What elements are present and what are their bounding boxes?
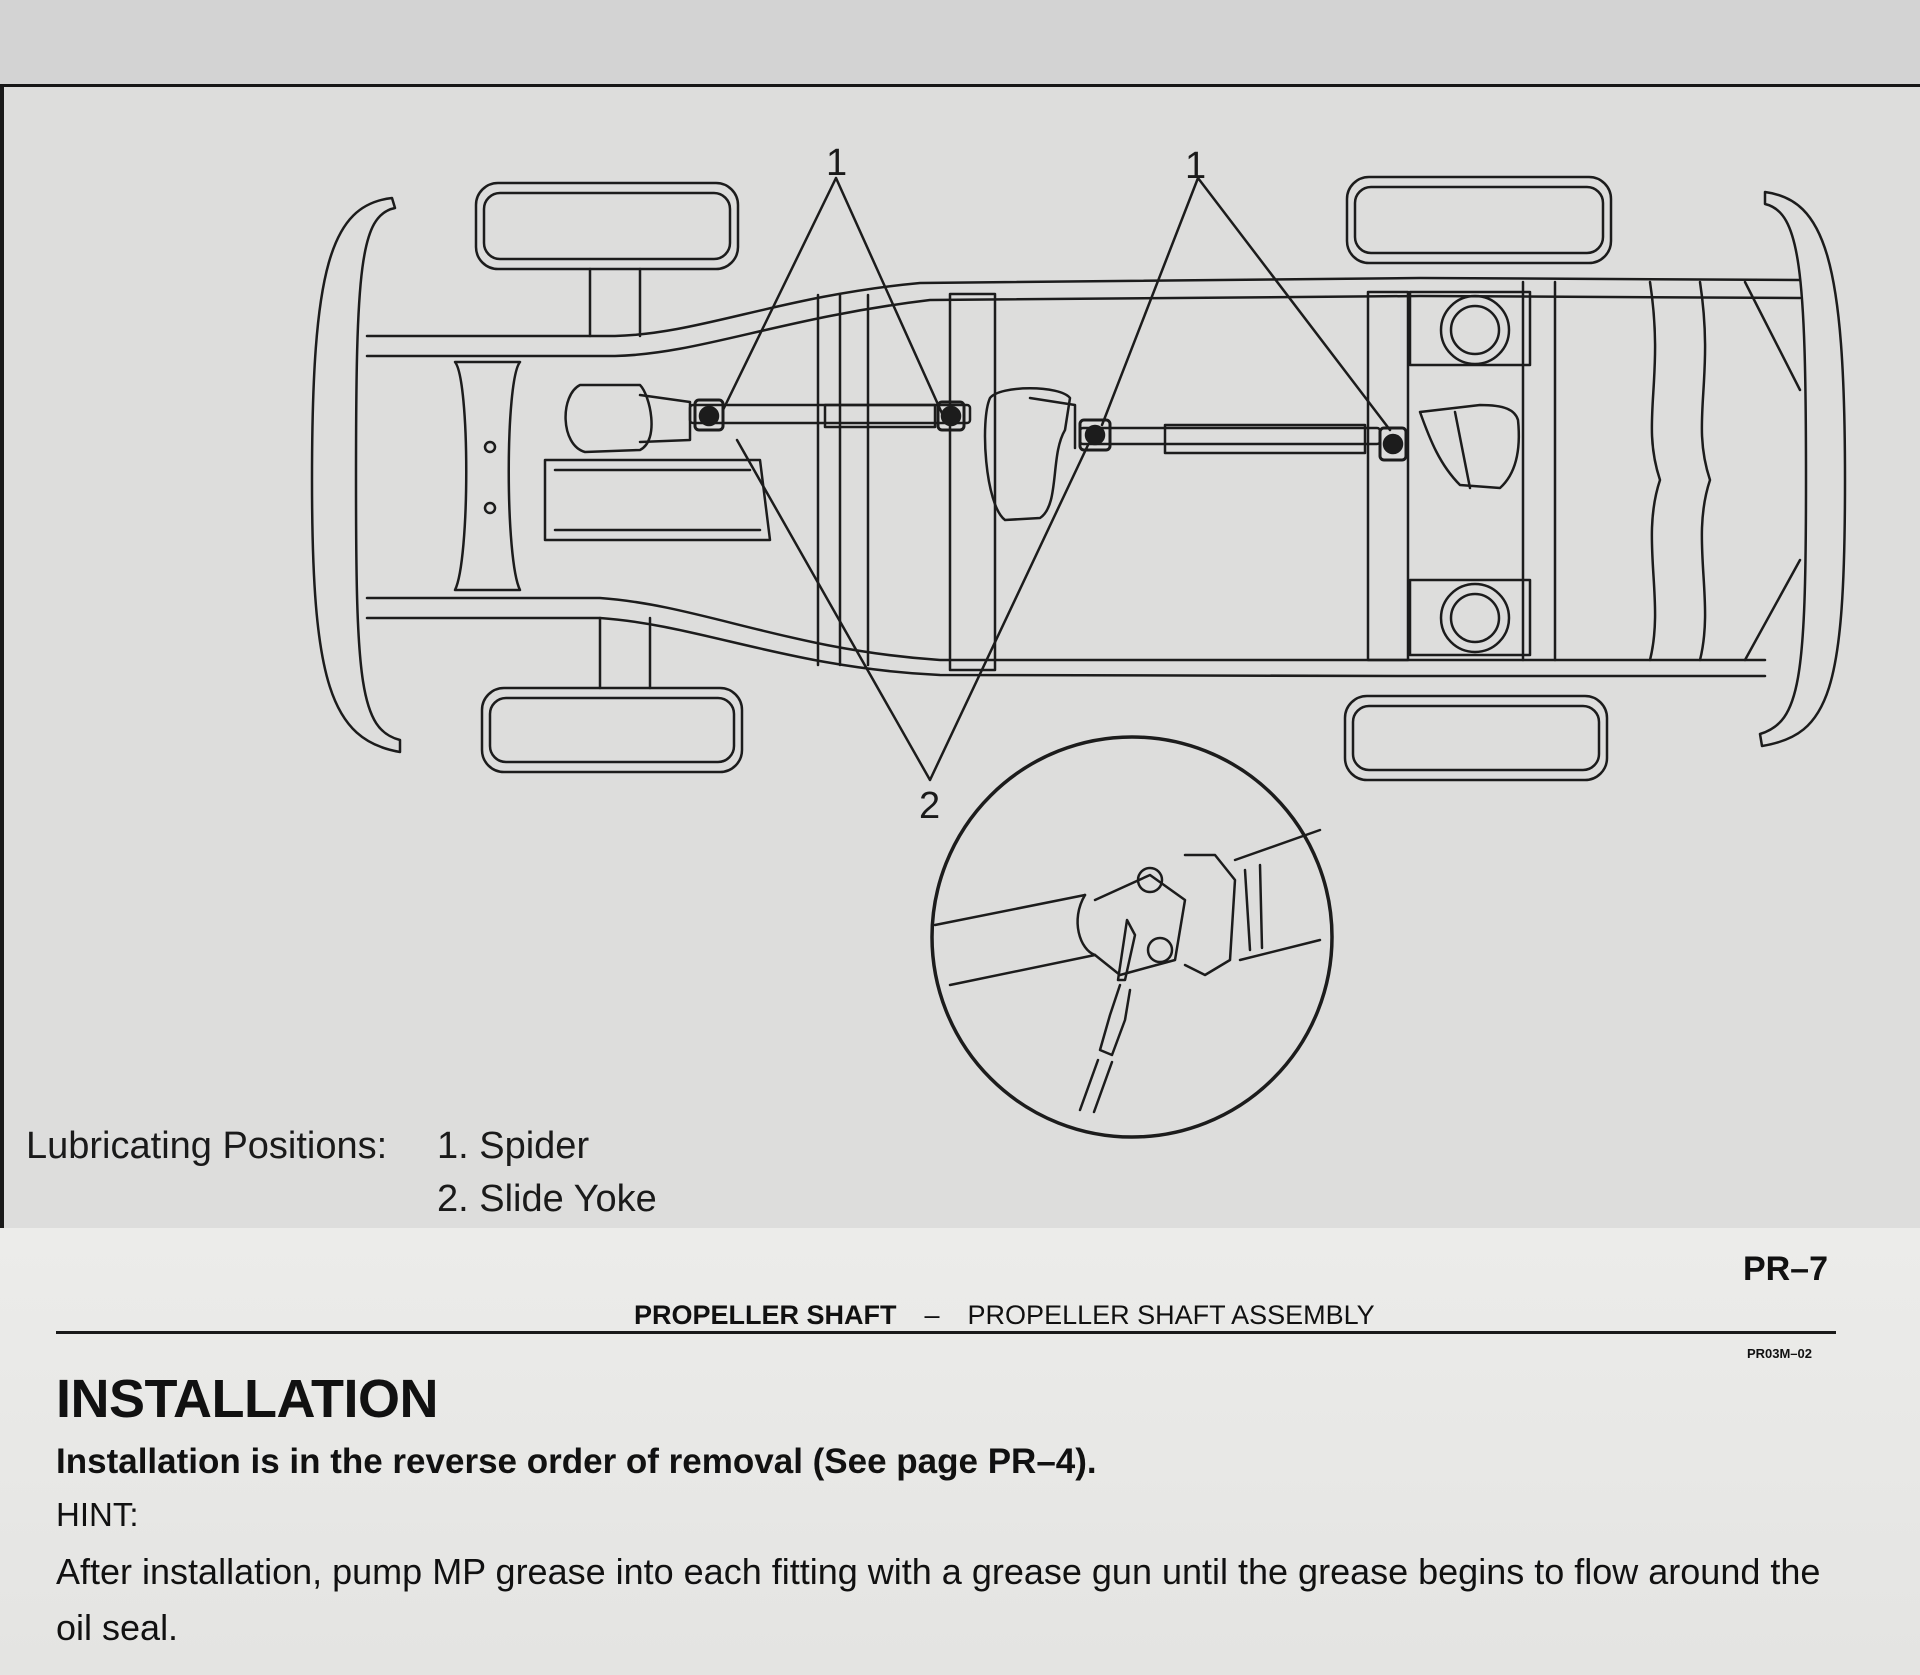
transfer-case: [983, 387, 1072, 522]
callout-spider-rear: 1: [1185, 145, 1207, 187]
lead-instruction: Installation is in the reverse order of …: [56, 1442, 1097, 1481]
hint-label: HINT:: [56, 1496, 139, 1533]
doc-code: PR03M–02: [1746, 1346, 1812, 1361]
rear-wheel-bottom: [1343, 694, 1609, 782]
front-wheel-bottom: [480, 686, 744, 774]
left-edge: [0, 87, 4, 1228]
rear-prop-shaft: [1078, 426, 1382, 446]
caption-title: Lubricating Positions:: [26, 1125, 388, 1167]
frame-rail-lower-inner: [365, 616, 1767, 678]
running-head-subsection: PROPELLER SHAFT ASSEMBLY: [967, 1300, 1375, 1330]
front-prop-shaft: [688, 403, 972, 425]
front-differential: [564, 383, 653, 454]
callout-spider-front: 1: [826, 142, 848, 184]
running-head-separator: –: [924, 1300, 940, 1330]
header-rule: [56, 1331, 1836, 1334]
top-strip: [0, 0, 1920, 84]
top-rule: [0, 84, 1920, 87]
running-head-section: PROPELLER SHAFT: [634, 1300, 897, 1330]
running-head: PROPELLER SHAFT–PROPELLER SHAFT ASSEMBLY: [634, 1300, 1375, 1331]
rear-bumper: [1758, 190, 1847, 748]
hint-text: After installation, pump MP grease into …: [56, 1551, 1821, 1648]
manual-page: PR–7 PROPELLER SHAFT–PROPELLER SHAFT ASS…: [0, 1228, 1920, 1675]
detail-magnifier: [930, 735, 1334, 1139]
chassis-diagram: [310, 175, 1847, 1139]
rear-spider-front: [1078, 418, 1112, 452]
front-wheel-top: [474, 181, 740, 271]
page-number: PR–7: [1742, 1250, 1828, 1288]
front-spider: [693, 398, 725, 432]
chassis-figure: 1 1 2: [0, 87, 1920, 1228]
frame-rail-upper-inner: [365, 294, 1802, 358]
frame-rail-lower: [365, 596, 1767, 662]
caption-item-spider: 1. Spider: [437, 1125, 590, 1167]
rear-wheel-top: [1345, 175, 1613, 265]
callout-slide-yoke: 2: [919, 785, 941, 827]
section-title: INSTALLATION: [56, 1369, 438, 1429]
frame-rail-upper: [365, 276, 1802, 338]
rear-differential: [1418, 403, 1521, 490]
front-bumper: [310, 196, 402, 754]
figure-panel: 1 1 2 Lubricating Positions: 1. Spider 2…: [0, 0, 1920, 1228]
caption-item-slide-yoke: 2. Slide Yoke: [437, 1178, 657, 1220]
